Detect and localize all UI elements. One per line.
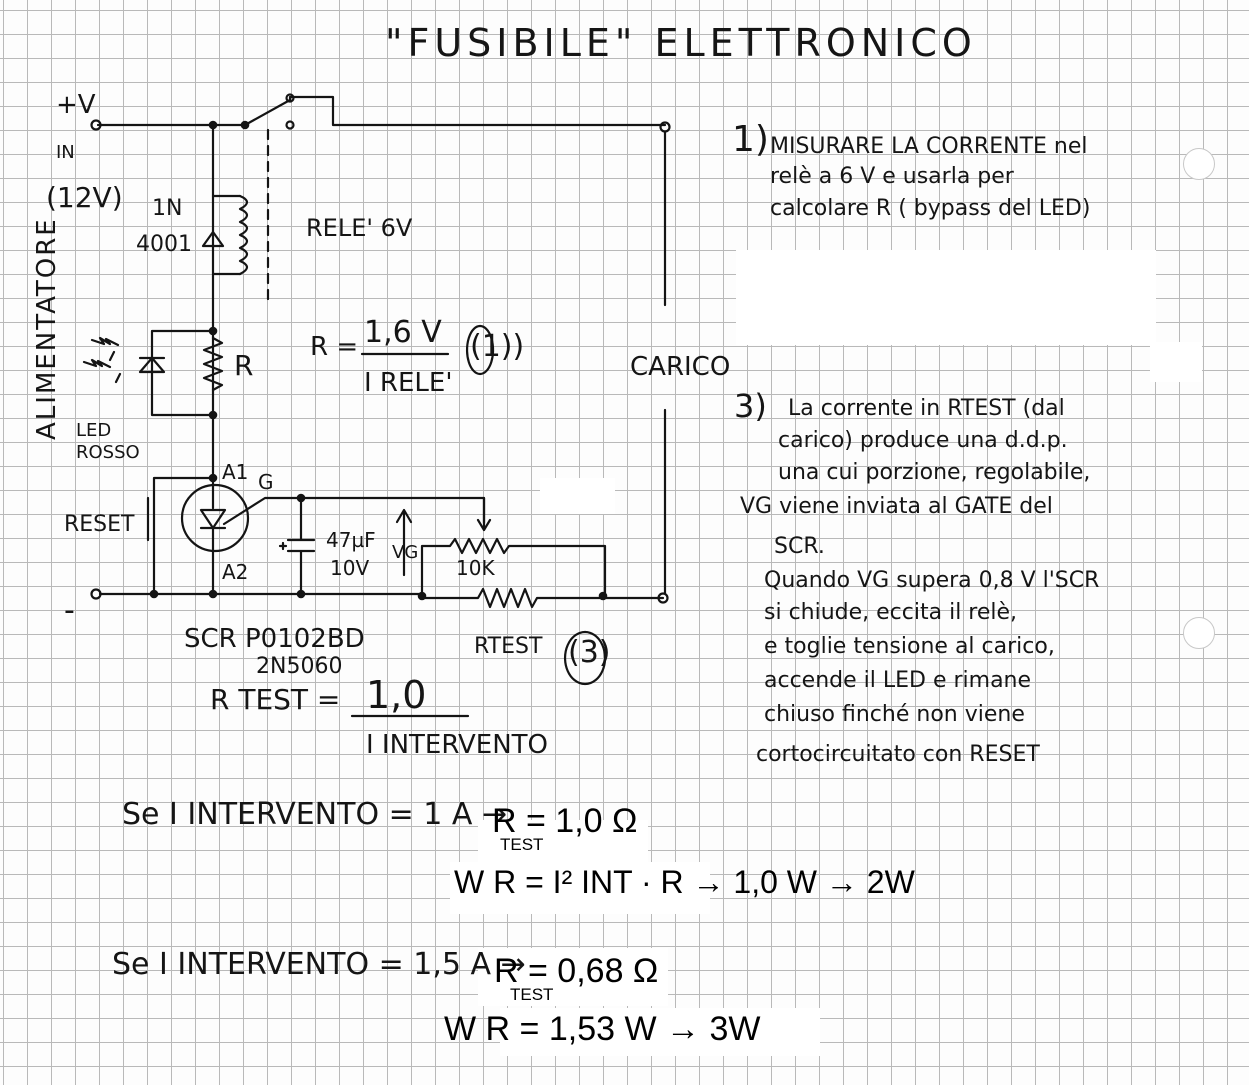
- scr-part-label: SCR P0102BD: [184, 624, 365, 654]
- note1-line3: calcolare R ( bypass del LED): [770, 196, 1091, 221]
- input-plus-terminal: [90, 119, 102, 131]
- minus-label: -: [64, 593, 75, 628]
- plus-v-label: +V: [56, 90, 96, 120]
- load-bottom-terminal: [657, 592, 669, 604]
- scr-body: [180, 483, 250, 553]
- note3-line7: si chiude, eccita il relè,: [764, 600, 1018, 625]
- load-top-terminal: [659, 121, 671, 133]
- scr-symbol: [199, 476, 227, 596]
- junction-dot: [417, 591, 427, 601]
- note1-number: 1): [732, 119, 769, 160]
- a2-label: A2: [222, 560, 249, 584]
- note3-number: 3): [734, 387, 767, 425]
- note3-line5: SCR.: [774, 534, 825, 559]
- note3-line8: e toglie tensione al carico,: [764, 634, 1055, 659]
- alimentatore-label: ALIMENTATORE: [32, 217, 62, 440]
- binder-hole: [1183, 617, 1215, 649]
- junction-dot: [149, 589, 159, 599]
- note3-line3: una cui porzione, regolabile,: [778, 460, 1091, 485]
- carico-label: CARICO: [630, 352, 731, 382]
- case2-power: W R = 1,53 W → 3W: [444, 1010, 761, 1048]
- junction-dot: [208, 589, 218, 599]
- case2-lhs: Se I INTERVENTO = 1,5 A →: [112, 947, 526, 982]
- note3-line10: chiuso finché non viene: [764, 702, 1025, 727]
- case2-test-subscript: TEST: [510, 985, 554, 1004]
- junction-dot: [240, 120, 250, 130]
- whiteout-patch: [736, 250, 1156, 345]
- whiteout-patch: [540, 478, 615, 514]
- note3-line6: Quando VG supera 0,8 V l'SCR: [764, 568, 1100, 593]
- diode-1n4001: [201, 230, 225, 248]
- gate-label: G: [258, 470, 274, 494]
- rele-label: RELE' 6V: [306, 214, 413, 242]
- r-formula-lhs: R =: [310, 332, 359, 362]
- rtest-formula-lhs: R TEST =: [210, 683, 341, 716]
- scr-alt-label: 2N5060: [256, 654, 343, 679]
- case1-test-subscript: TEST: [500, 835, 544, 854]
- reset-button: [146, 476, 215, 596]
- r-formula-numerator: 1,6 V: [364, 315, 442, 350]
- page-title: "FUSIBILE" ELETTRONICO: [385, 21, 977, 65]
- note3-line9: accende il LED e rimane: [764, 668, 1032, 693]
- case2-r-value: R = 0,68 Ω: [494, 952, 659, 990]
- capacitor-voltage-label: 10V: [330, 556, 370, 580]
- r-label: R: [234, 349, 254, 382]
- pot-wiper-arrow: [476, 496, 492, 532]
- note1-line2: relè a 6 V e usarla per: [770, 164, 1014, 189]
- whiteout-patch: [500, 1008, 820, 1056]
- note3-line1: La corrente in RTEST (dal: [788, 396, 1065, 421]
- whiteout-patch: [1150, 342, 1202, 382]
- reset-label: RESET: [64, 512, 135, 537]
- diode-1n-label: 1N: [152, 196, 183, 221]
- top-rail-wire: [96, 95, 667, 127]
- capacitor-polarity: [278, 541, 288, 551]
- scr-gate-wire: [222, 496, 486, 526]
- input-minus-terminal: [90, 588, 102, 600]
- whiteout-patch: [478, 948, 668, 1006]
- note3-line4: VG viene inviata al GATE del: [740, 494, 1053, 519]
- pot-value-label: 10K: [456, 556, 495, 580]
- led-red: [138, 356, 166, 374]
- in-voltage-label: (12V): [46, 181, 123, 214]
- rtest-formula-denominator: I INTERVENTO: [366, 730, 549, 760]
- vg-label: VG: [392, 542, 419, 563]
- r-formula-ref: (1)): [470, 329, 525, 364]
- resistor-rtest: [420, 587, 607, 609]
- case1-r-value: R = 1,0 Ω: [492, 802, 638, 840]
- ref-circle-1: [465, 324, 495, 376]
- vg-arrow: [395, 508, 413, 577]
- diode-coil-wires: [211, 194, 242, 276]
- junction-dot: [598, 591, 608, 601]
- diode-4001-label: 4001: [136, 232, 192, 257]
- relay-switch-pivot: [285, 93, 295, 103]
- in-label: IN: [56, 142, 75, 163]
- case1-power: W R = I² INT · R → 1,0 W → 2W: [454, 864, 915, 900]
- junction-dot: [296, 589, 306, 599]
- led-color-label: ROSSO: [76, 442, 140, 463]
- capacitor-value-label: 47µF: [326, 528, 376, 552]
- note3-line11: cortocircuitato con RESET: [756, 742, 1040, 767]
- led-label: LED: [76, 420, 112, 441]
- note1-line1: MISURARE LA CORRENTE nel: [770, 134, 1088, 159]
- relay-switch-contact: [285, 120, 295, 130]
- led-light-arrows: [82, 336, 122, 384]
- whiteout-patch: [450, 862, 710, 914]
- case1-lhs: Se I INTERVENTO = 1 A →: [122, 797, 508, 832]
- rtest-formula-numerator: 1,0: [366, 673, 427, 717]
- potentiometer-10k: [420, 537, 607, 596]
- note3-line2: carico) produce una d.d.p.: [778, 428, 1068, 453]
- r-formula-denominator: I RELE': [364, 368, 453, 398]
- a1-label: A1: [222, 460, 249, 484]
- resistor-r: [202, 336, 224, 392]
- capacitor-47uf: [286, 496, 316, 596]
- rtest-label: RTEST: [474, 634, 543, 659]
- rtest-ref-circle: [563, 630, 607, 686]
- binder-hole: [1183, 148, 1215, 180]
- rtest-ref-label: (3): [568, 635, 611, 670]
- relay-coil: [238, 194, 249, 276]
